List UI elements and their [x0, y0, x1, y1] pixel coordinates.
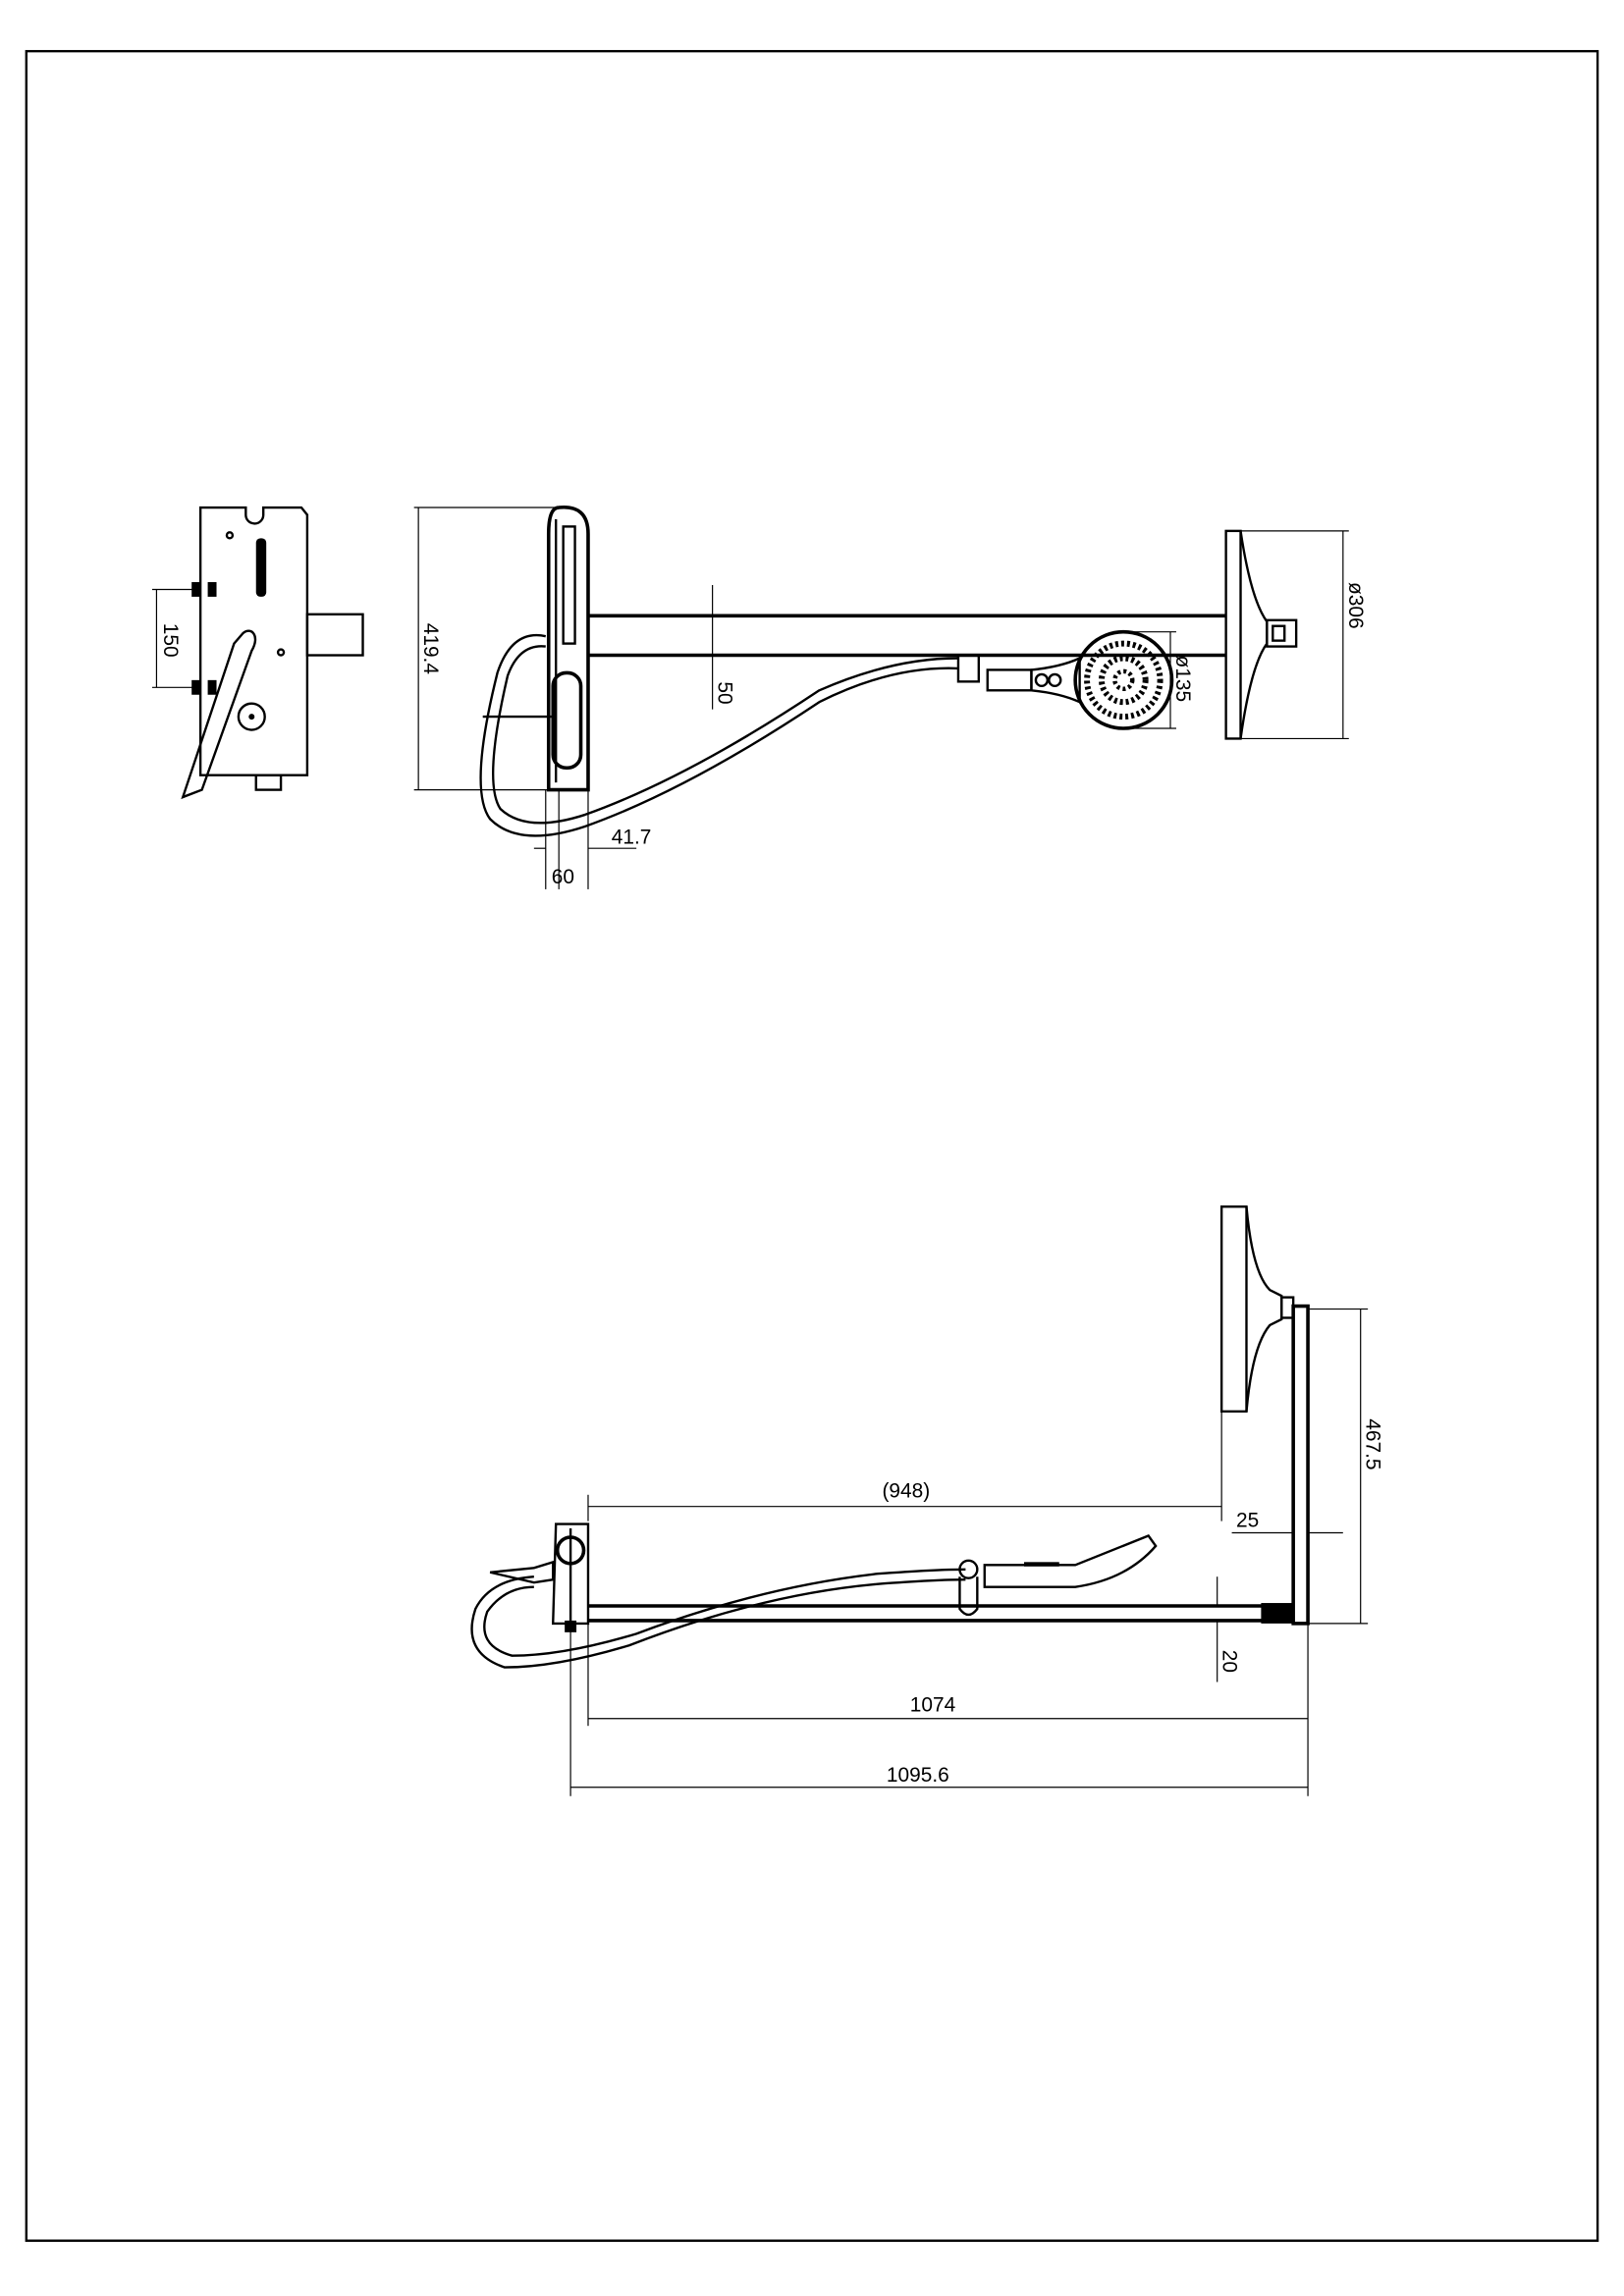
dim-label-20: 20: [1218, 1650, 1241, 1673]
dimension-20: 20: [1217, 1576, 1241, 1682]
dimension-306: ø306: [1225, 530, 1367, 740]
dim-label-25: 25: [1236, 1510, 1259, 1532]
dim-label-1095-6: 1095.6: [887, 1764, 949, 1787]
dim-label-50: 50: [714, 681, 736, 704]
hose: [479, 633, 959, 837]
dim-label-1074: 1074: [910, 1693, 955, 1716]
hose-side: [470, 1568, 966, 1669]
dim-label-948: (948): [882, 1480, 930, 1503]
dim-label-150: 150: [159, 623, 182, 658]
dim-label-419-4: 419.4: [419, 623, 442, 674]
dim-label-60: 60: [552, 866, 574, 888]
hand-shower-side: [958, 1534, 1158, 1617]
overhead-shower-side: [1219, 1205, 1295, 1414]
rail: [587, 1603, 1294, 1624]
dimension-135: ø135: [1123, 631, 1194, 729]
dim-label-306: ø306: [1344, 582, 1367, 629]
side-panel-view: [181, 506, 364, 800]
dimension-50: 50: [712, 585, 736, 710]
dimension-948: (948): [587, 1411, 1222, 1522]
dimension-150: 150: [151, 588, 193, 688]
dimension-1074: 1074: [587, 1623, 1309, 1796]
shower-arm: [587, 614, 1226, 658]
dimension-41-7-60: 41.7 60: [533, 789, 652, 889]
dimension-419-4: 419.4: [413, 507, 564, 791]
overhead-shower: [1224, 529, 1298, 740]
dim-label-135: ø135: [1171, 656, 1194, 703]
valve-side: [489, 1522, 590, 1632]
dimension-25: 25: [1231, 1510, 1343, 1534]
valve-panel: [546, 506, 590, 792]
dimension-1095-6: 1095.6: [569, 1630, 1309, 1796]
dim-label-41-7: 41.7: [612, 827, 652, 849]
hand-shower: [956, 629, 1174, 730]
dimension-467-5: 467.5: [1308, 1308, 1384, 1625]
dim-label-467-5: 467.5: [1362, 1418, 1384, 1469]
drawing-border: [25, 49, 1599, 2242]
wall-bracket: [1291, 1304, 1310, 1626]
